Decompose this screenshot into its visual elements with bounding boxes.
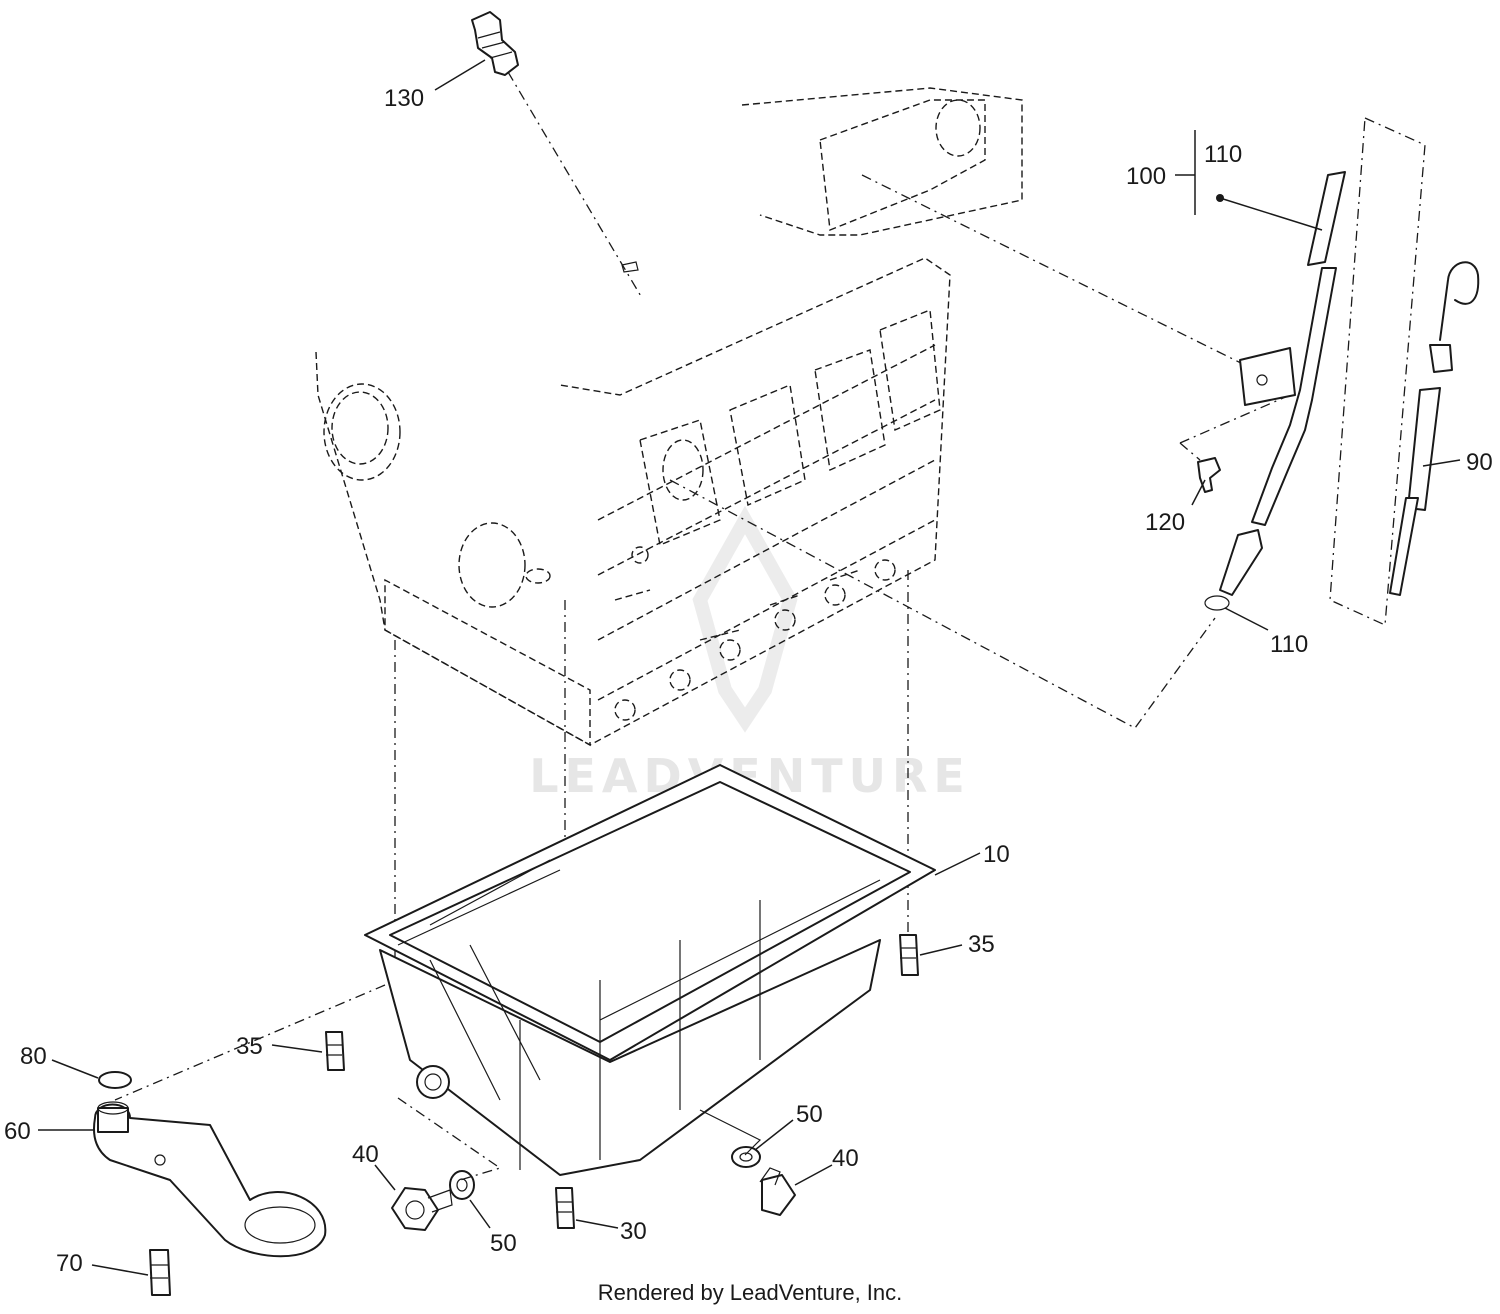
part-40-drain-plug-right <box>759 1167 796 1216</box>
part-50-washer-left <box>449 1170 475 1200</box>
callout-100: 100 <box>1126 163 1166 190</box>
callout-10: 10 <box>983 841 1010 868</box>
callout-labels: 130 100 110 90 120 110 10 35 35 80 60 70… <box>4 85 1493 1277</box>
part-130-plug <box>471 11 639 273</box>
callout-35-left: 35 <box>236 1033 263 1060</box>
part-30-bolt <box>555 1187 575 1229</box>
callout-130: 130 <box>384 85 424 112</box>
callout-35-right: 35 <box>968 931 995 958</box>
part-90-dipstick <box>1389 261 1480 596</box>
part-35-bolt-right <box>899 934 919 976</box>
part-70-bolt <box>149 1249 171 1296</box>
callout-40-left: 40 <box>352 1141 379 1168</box>
footer-credit: Rendered by LeadVenture, Inc. <box>598 1280 903 1305</box>
callout-40-right: 40 <box>832 1145 859 1172</box>
callout-120: 120 <box>1145 509 1185 536</box>
callout-70: 70 <box>56 1250 83 1277</box>
callout-30: 30 <box>620 1218 647 1245</box>
part-50-washer-right <box>731 1146 761 1168</box>
part-40-drain-plug-left <box>391 1187 453 1231</box>
callout-110-bottom: 110 <box>1270 631 1308 658</box>
part-80-o-ring <box>98 1071 132 1089</box>
part-100-dipstick-tube <box>1204 171 1346 611</box>
leader-lines <box>38 59 1461 1276</box>
watermark: LEADVENTURE <box>529 505 965 803</box>
callout-110-top: 110 <box>1204 141 1242 168</box>
engine-block <box>315 87 1023 747</box>
part-10-oil-pan <box>364 764 936 1176</box>
callout-80: 80 <box>20 1043 47 1070</box>
callout-60: 60 <box>4 1118 31 1145</box>
callout-50-right: 50 <box>796 1101 823 1128</box>
callout-50-left: 50 <box>490 1230 517 1257</box>
part-35-bolt-left <box>325 1031 345 1071</box>
part-60-strainer <box>92 1101 327 1258</box>
callout-90: 90 <box>1466 449 1493 476</box>
